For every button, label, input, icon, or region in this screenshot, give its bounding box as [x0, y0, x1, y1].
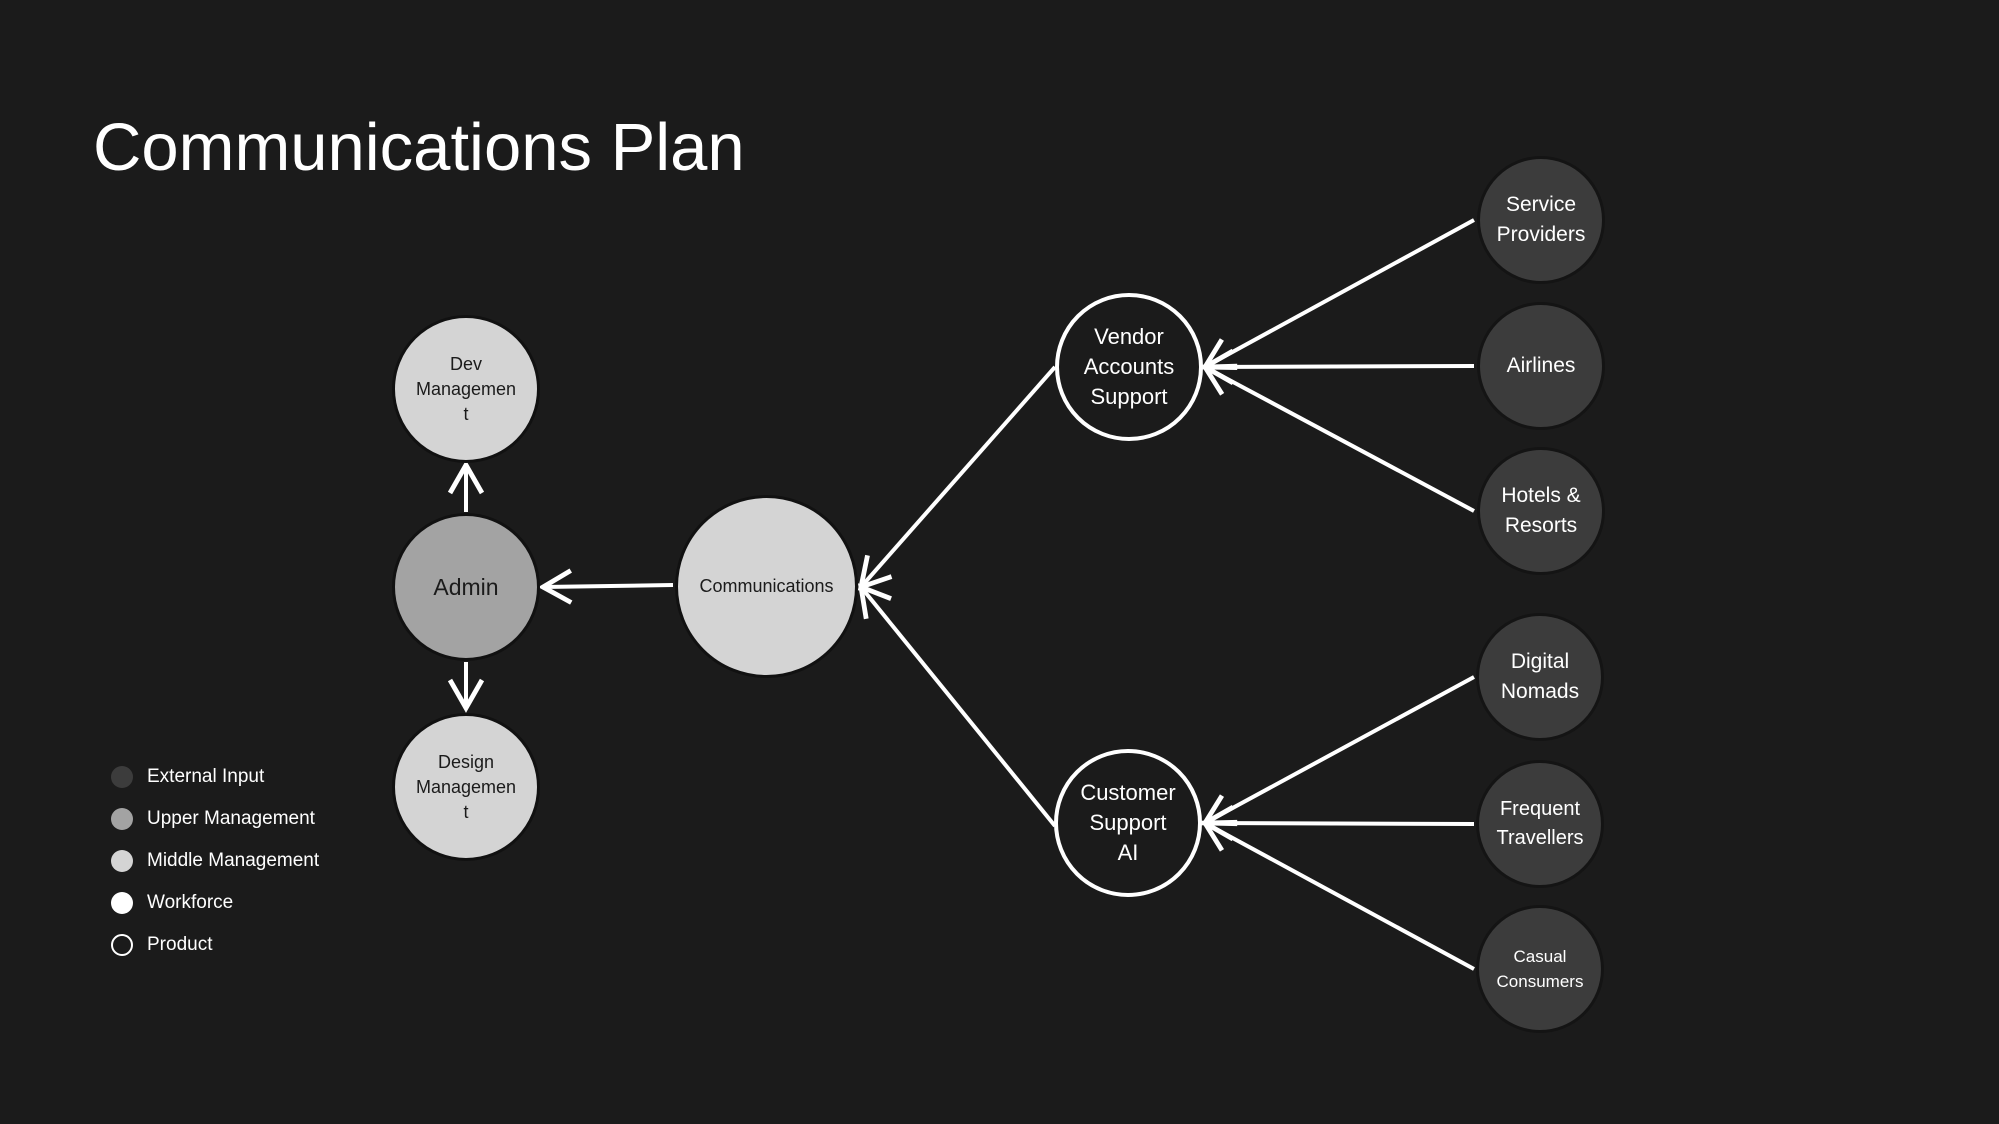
legend-item-product: Product: [111, 924, 319, 966]
node-design-management: Design Managemen t: [392, 713, 540, 861]
arrow-frequent-travellers-to-customer-support: [1200, 805, 1475, 842]
node-customer-support-ai: Customer Support AI: [1054, 749, 1202, 897]
legend-swatch-product: [111, 934, 133, 956]
page-title: Communications Plan: [93, 110, 745, 185]
arrow-casual-consumers-to-customer-support: [1200, 819, 1475, 971]
legend-item-workforce: Workforce: [111, 882, 319, 924]
node-airlines: Airlines: [1477, 302, 1605, 430]
node-vendor-accounts-support: Vendor Accounts Support: [1055, 293, 1203, 441]
legend-swatch-middle-management: [111, 850, 133, 872]
arrow-hotels-to-vendor: [1200, 363, 1475, 513]
legend-item-middle-management: Middle Management: [111, 840, 319, 882]
legend: External Input Upper Management Middle M…: [111, 756, 319, 966]
node-dev-management: Dev Managemen t: [392, 315, 540, 463]
node-frequent-travellers: Frequent Travellers: [1476, 760, 1604, 888]
node-casual-consumers: Casual Consumers: [1476, 905, 1604, 1033]
arrow-digital-nomads-to-customer-support: [1200, 675, 1475, 827]
arrow-airlines-to-vendor: [1200, 348, 1475, 385]
legend-swatch-workforce: [111, 892, 133, 914]
legend-item-upper-management: Upper Management: [111, 798, 319, 840]
legend-swatch-external-input: [111, 766, 133, 788]
legend-swatch-upper-management: [111, 808, 133, 830]
arrow-service-providers-to-vendor: [1200, 218, 1475, 371]
arrow-customer-support-to-communications: [857, 583, 1057, 828]
legend-item-external-input: External Input: [111, 756, 319, 798]
arrow-communications-to-admin: [538, 568, 674, 605]
node-service-providers: Service Providers: [1477, 156, 1605, 284]
node-hotels-resorts: Hotels & Resorts: [1477, 447, 1605, 575]
node-digital-nomads: Digital Nomads: [1476, 613, 1604, 741]
node-communications: Communications: [675, 495, 858, 678]
arrow-vendor-to-communications: [857, 365, 1057, 591]
node-admin: Admin: [392, 513, 540, 661]
